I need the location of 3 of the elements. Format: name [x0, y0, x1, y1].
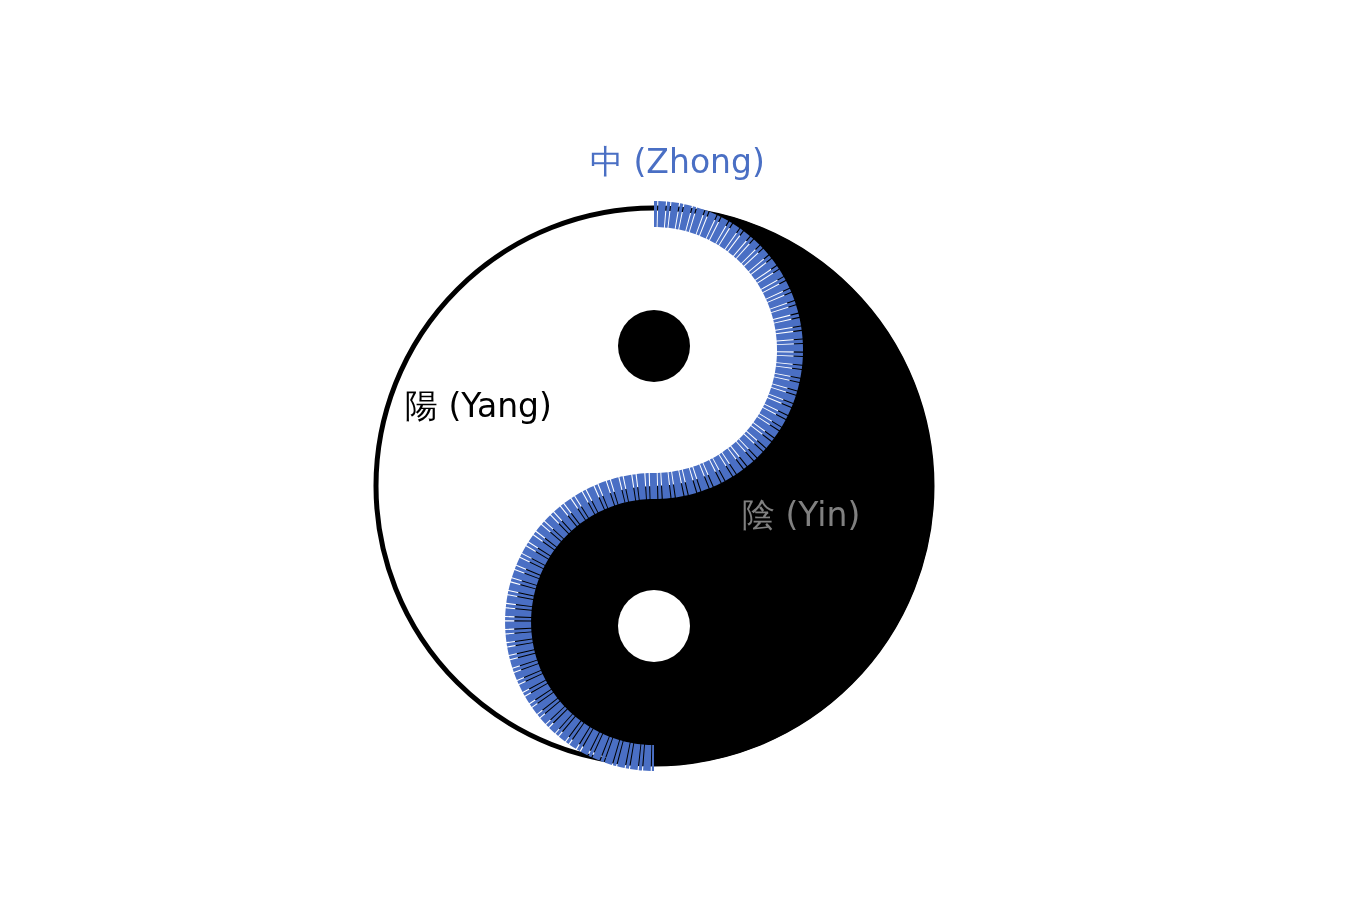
text-label: 中 (Zhong)	[590, 144, 765, 181]
text-label: 陰 (Yin)	[742, 497, 861, 534]
text-label: 陽 (Yang)	[405, 388, 552, 425]
